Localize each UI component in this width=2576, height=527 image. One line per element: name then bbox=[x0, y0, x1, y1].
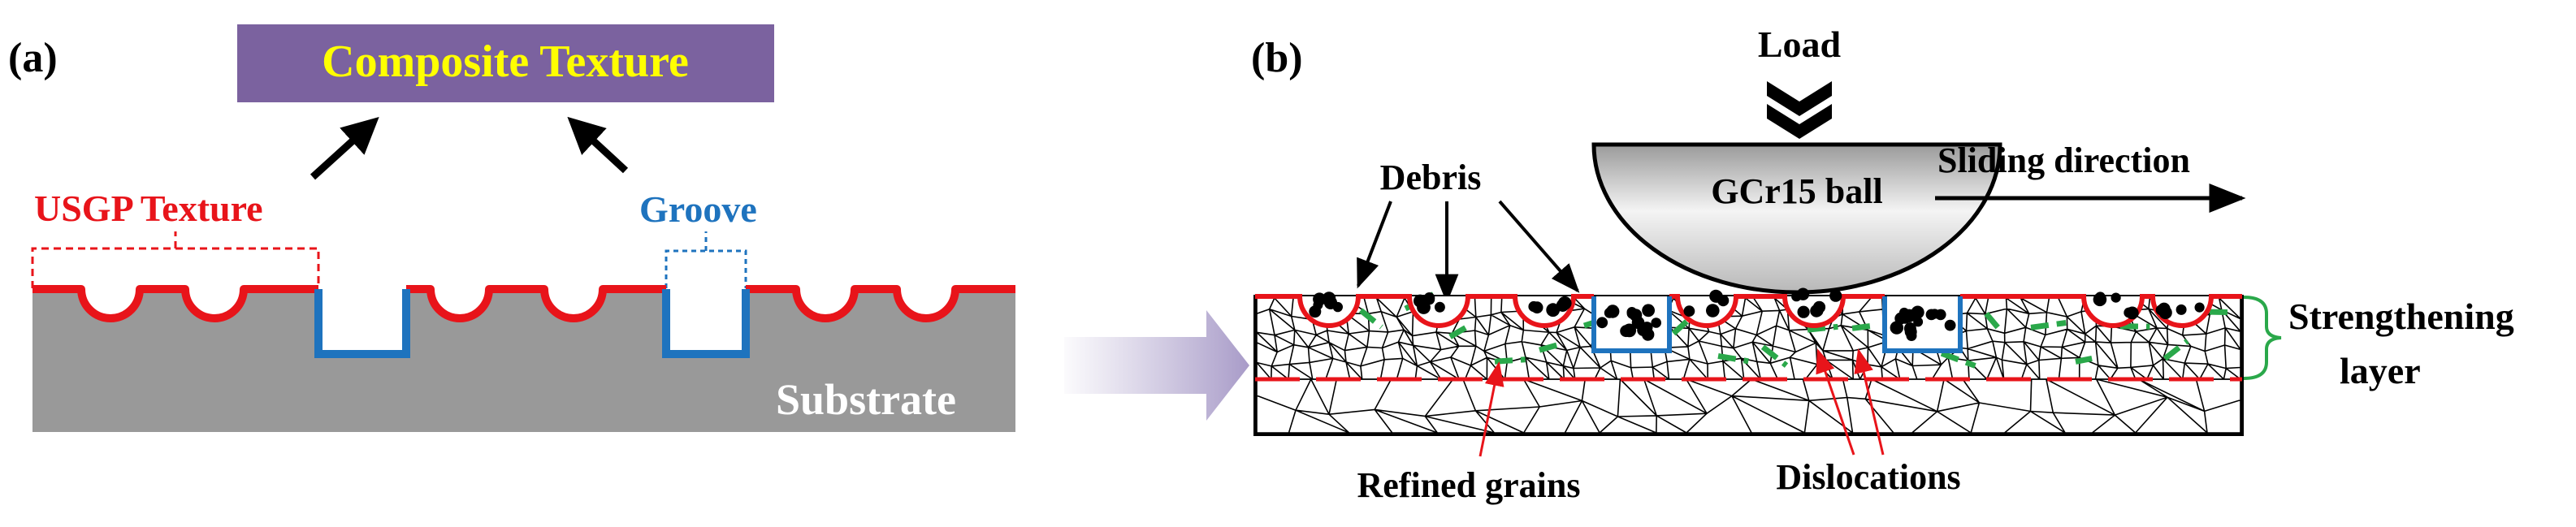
strengthening-brace bbox=[2243, 296, 2282, 380]
dislocation-mark bbox=[1851, 322, 1872, 331]
dislocation-mark bbox=[2075, 355, 2093, 365]
debris-particle bbox=[1596, 317, 1608, 329]
debris-particle bbox=[1604, 307, 1615, 318]
dislocation-mark bbox=[2030, 320, 2067, 330]
dislocation-mark bbox=[1984, 312, 2006, 335]
debris-particle bbox=[2155, 305, 2167, 316]
dislocations-arrow-right bbox=[1854, 348, 1885, 456]
debris-particle bbox=[1309, 305, 1322, 318]
groove-to-title-arrow bbox=[567, 116, 629, 174]
dislocation-mark bbox=[1539, 340, 1563, 353]
debris-particle bbox=[1322, 292, 1336, 305]
debris-particle bbox=[1414, 294, 1427, 308]
refined-grains-arrow bbox=[1478, 361, 1504, 457]
debris-particle bbox=[1332, 301, 1344, 313]
usgp-texture-label: USGP Texture bbox=[34, 188, 263, 229]
usgp-bracket bbox=[31, 231, 320, 288]
surface-cavities bbox=[1300, 296, 2211, 351]
dislocation-mark bbox=[1494, 356, 1526, 365]
panel-b: (b) Load GCr15 ball Sliding direction De… bbox=[1251, 24, 2514, 505]
groove-label: Groove bbox=[639, 188, 757, 230]
debris-particle bbox=[1642, 328, 1655, 341]
debris-particle bbox=[1810, 305, 1823, 317]
refined-grains-label: Refined grains bbox=[1357, 465, 1581, 505]
debris-particle bbox=[1797, 305, 1810, 318]
sliding-direction-label: Sliding direction bbox=[1937, 140, 2190, 180]
debris-particle bbox=[1557, 296, 1572, 310]
load-chevron-icon bbox=[1767, 81, 1832, 116]
debris-particle bbox=[1313, 292, 1327, 306]
debris-particle bbox=[1944, 319, 1956, 331]
specimen-usgp-surface bbox=[1255, 294, 2242, 328]
debris-particle bbox=[2125, 306, 2139, 320]
dislocation-mark bbox=[1717, 352, 1749, 365]
panel-b-label: (b) bbox=[1251, 35, 1303, 81]
dislocations-label: Dislocations bbox=[1776, 457, 1960, 497]
debris-particle bbox=[1903, 322, 1916, 335]
usgp-to-title-arrow bbox=[310, 116, 379, 180]
substrate-block bbox=[32, 289, 1015, 432]
load-label: Load bbox=[1758, 24, 1842, 65]
gcr15-ball-label: GCr15 ball bbox=[1711, 171, 1882, 211]
debris-particle bbox=[1546, 303, 1561, 317]
debris-arrow-left bbox=[1357, 201, 1392, 289]
debris-label: Debris bbox=[1380, 158, 1482, 197]
dislocation-mark bbox=[1671, 312, 1697, 336]
debris-particle bbox=[1434, 301, 1445, 313]
debris-particle bbox=[1710, 290, 1723, 303]
transition-arrow bbox=[1064, 310, 1249, 421]
dislocation-mark bbox=[1760, 344, 1789, 368]
debris-particle bbox=[1642, 304, 1655, 317]
debris-particle bbox=[1913, 317, 1924, 327]
specimen-groove-surface bbox=[1591, 296, 1963, 353]
dislocation-mark bbox=[1358, 308, 1383, 330]
debris-particle bbox=[1620, 325, 1632, 338]
debris-particle bbox=[2176, 304, 2187, 315]
dislocation-mark bbox=[2209, 309, 2234, 316]
strengthening-label-line1: Strengthening bbox=[2288, 296, 2514, 337]
debris-particle bbox=[2194, 302, 2205, 313]
debris-particle bbox=[1631, 316, 1645, 330]
usgp-surface bbox=[32, 285, 1015, 322]
debris-particle bbox=[1929, 309, 1940, 319]
debris-particle bbox=[2093, 292, 2107, 307]
debris-particle bbox=[2111, 292, 2121, 303]
debris-arrow-right bbox=[1498, 200, 1580, 293]
debris-particle bbox=[1651, 317, 1661, 328]
debris-particle bbox=[1796, 287, 1810, 300]
substrate-label: Substrate bbox=[776, 375, 956, 424]
strengthening-label-line2: layer bbox=[2340, 350, 2421, 391]
debris-particle bbox=[1899, 312, 1911, 324]
dislocation-mark bbox=[1448, 322, 1474, 339]
dislocation-mark bbox=[1940, 350, 1976, 369]
debris-particle bbox=[1707, 305, 1718, 316]
groove-surface bbox=[314, 289, 750, 358]
debris-particle bbox=[1530, 301, 1543, 314]
dislocation-mark bbox=[2163, 339, 2189, 361]
composite-texture-title: Composite Texture bbox=[322, 37, 689, 87]
debris-particle bbox=[1829, 289, 1842, 302]
dislocation-mark bbox=[1807, 323, 1838, 333]
load-chevron-icon-lower bbox=[1767, 104, 1832, 139]
panel-a-label: (a) bbox=[8, 35, 58, 81]
debris-particle bbox=[1683, 305, 1695, 317]
debris-particles bbox=[1309, 287, 2205, 341]
composite-texture-box bbox=[237, 24, 774, 102]
panel-a: (a) Composite Texture USGP Texture Groov… bbox=[8, 24, 1015, 432]
dislocations-arrow-left bbox=[1816, 348, 1855, 456]
groove-bracket bbox=[665, 231, 747, 288]
